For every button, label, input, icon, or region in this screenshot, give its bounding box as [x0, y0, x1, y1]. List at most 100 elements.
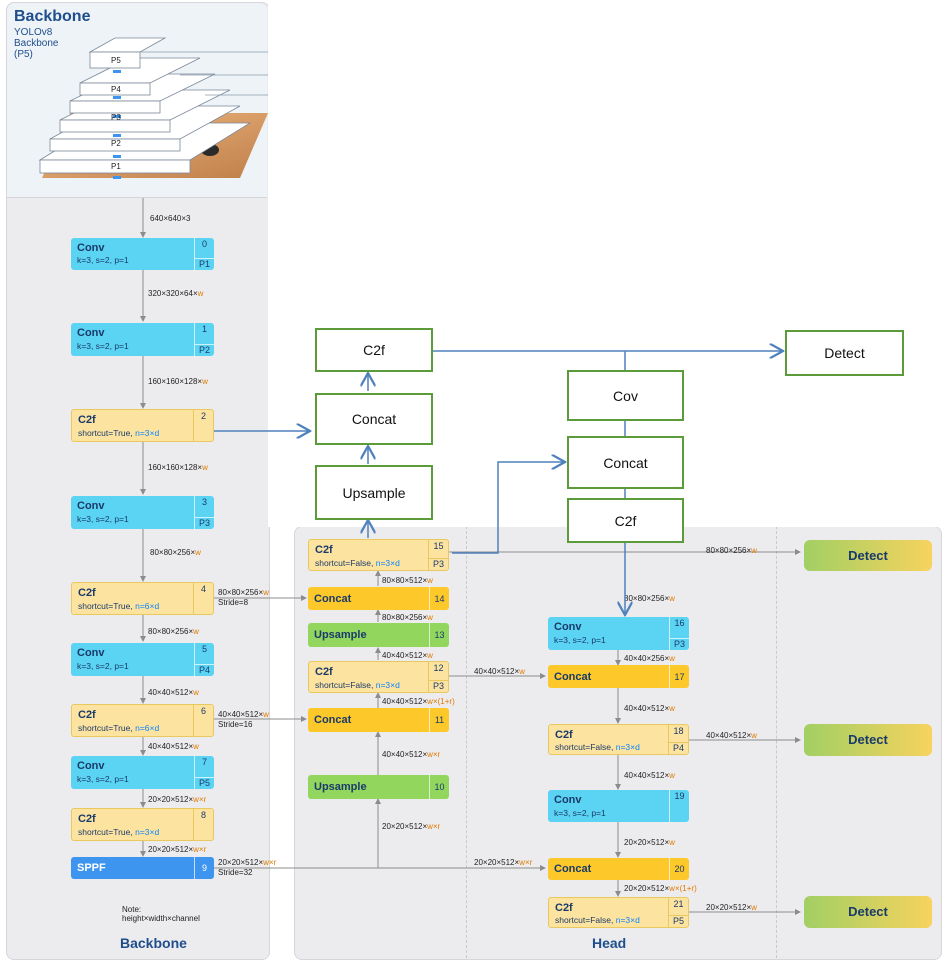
- block-index: 13: [429, 623, 449, 647]
- detect-block: Detect: [804, 540, 932, 571]
- params-depth: n=3×d: [135, 827, 160, 837]
- layer-index: 8: [200, 810, 206, 820]
- tensor-dim-label: 80×80×256×w: [706, 546, 757, 555]
- block-params: shortcut=True, n=6×d: [78, 723, 159, 733]
- layer-level: P5: [669, 915, 688, 926]
- block-index: 11: [429, 708, 449, 732]
- params-depth: n=6×d: [135, 601, 160, 611]
- block-index: 6: [193, 705, 213, 736]
- params-depth: n=3×d: [375, 680, 400, 690]
- layer-index: 20: [674, 864, 685, 874]
- block-params: shortcut=True, n=3×d: [78, 428, 159, 438]
- block-name: C2f: [555, 729, 573, 741]
- tensor-dim-label: 40×40×512×w: [624, 704, 675, 713]
- layer-index: 12: [433, 663, 444, 673]
- neck-concat-block: Concat 11: [308, 708, 449, 732]
- head-concat-block: Concat 20: [548, 858, 689, 880]
- block-params: shortcut=False, n=3×d: [315, 680, 400, 690]
- block-name: C2f: [78, 709, 96, 721]
- head-divider-1: [466, 526, 467, 958]
- block-index: 4: [193, 583, 213, 614]
- block-name: Conv: [554, 621, 582, 633]
- tensor-dim-label: 20×20×512×w×r: [148, 845, 207, 854]
- block-params: k=3, s=2, p=1: [77, 514, 129, 524]
- layer-level: P4: [195, 664, 214, 675]
- block-name: Concat: [554, 863, 592, 875]
- layer-connectors: [113, 70, 121, 179]
- backbone-c2f-block: C2f shortcut=True, n=3×d 8: [71, 808, 214, 841]
- overlay-upsample-node: Upsample: [315, 465, 433, 520]
- block-params: shortcut=False, n=3×d: [315, 558, 400, 568]
- pyramid-level-label: P3: [111, 113, 121, 122]
- tensor-dim-label: 40×40×512×w: [474, 667, 525, 676]
- detect-block: Detect: [804, 896, 932, 928]
- block-index: 20: [669, 858, 689, 880]
- block-name: Upsample: [314, 781, 367, 793]
- tensor-dim-label: 20×20×512×w×r: [382, 822, 441, 831]
- layer-level: P4: [669, 742, 688, 753]
- block-params: k=3, s=2, p=1: [554, 635, 606, 645]
- block-name: Upsample: [314, 629, 367, 641]
- block-index: 14: [429, 587, 449, 610]
- backbone-c2f-block: C2f shortcut=True, n=6×d 6: [71, 704, 214, 737]
- tensor-dim-label: 40×40×512×w: [148, 688, 199, 697]
- layer-level: P1: [195, 258, 214, 269]
- layer-index: 9: [201, 863, 207, 873]
- layer-index: 5: [201, 644, 207, 654]
- params-text: shortcut=True,: [78, 827, 136, 837]
- block-params: shortcut=True, n=3×d: [78, 827, 159, 837]
- layer-index: 18: [673, 726, 684, 736]
- backbone-footer-title: Backbone: [120, 935, 187, 951]
- params-text: shortcut=False,: [555, 915, 616, 925]
- block-index: 17: [669, 665, 689, 688]
- overlay-concat-node: Concat: [315, 393, 433, 445]
- layer-level: P3: [195, 517, 214, 528]
- params-text: shortcut=True,: [78, 428, 136, 438]
- layer-index: 2: [200, 411, 206, 421]
- tensor-dim-label: 40×40×512×w×r: [382, 750, 441, 759]
- tensor-dim-label: 20×20×512×w×r: [148, 795, 207, 804]
- layer-level: P3: [670, 638, 689, 649]
- layer-index: 14: [434, 593, 445, 604]
- params-depth: n=6×d: [135, 723, 160, 733]
- params-depth: n=3×d: [615, 915, 640, 925]
- head-conv-block: Conv k=3, s=2, p=1 19: [548, 790, 689, 822]
- tensor-dim-label: 20×20×512×w×(1+r): [624, 884, 697, 893]
- header-divider: [7, 197, 267, 198]
- overlay-detect-node: Detect: [785, 330, 904, 376]
- params-depth: n=3×d: [615, 742, 640, 752]
- layer-index: 16: [674, 618, 685, 628]
- block-index: 9: [194, 857, 214, 879]
- tensor-dim-label: 80×80×256×w: [148, 627, 199, 636]
- overlay-c2f-node: C2f: [315, 328, 433, 372]
- params-text: shortcut=True,: [78, 723, 136, 733]
- layer-level: P3: [429, 680, 448, 691]
- block-name: Conv: [77, 760, 105, 772]
- block-params: k=3, s=2, p=1: [77, 255, 129, 265]
- params-text: shortcut=True,: [78, 601, 136, 611]
- block-index: 19: [669, 790, 689, 822]
- tensor-dim-label: 20×20×512×w: [706, 903, 757, 912]
- layer-index: 19: [674, 791, 685, 801]
- layer-level: P2: [195, 344, 214, 355]
- block-name: C2f: [315, 666, 333, 678]
- tensor-dim-label: 40×40×256×w: [624, 654, 675, 663]
- tensor-dim-label: 80×80×256×w: [150, 548, 201, 557]
- layer-index: 3: [201, 497, 207, 507]
- params-depth: n=3×d: [375, 558, 400, 568]
- params-text: shortcut=False,: [555, 742, 616, 752]
